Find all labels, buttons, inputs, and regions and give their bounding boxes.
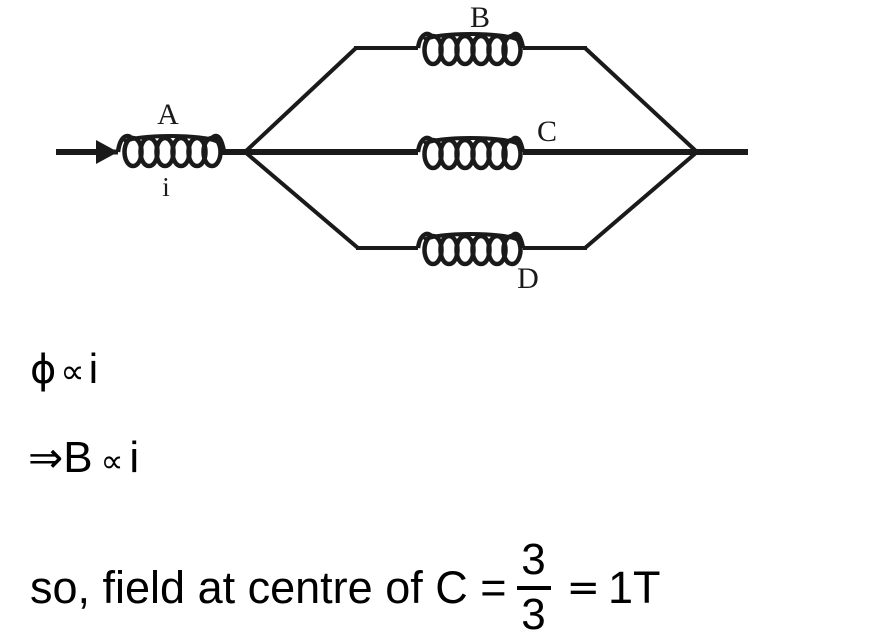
coil-a <box>115 133 227 169</box>
result-statement-text: so, field at centre of C = <box>30 562 507 614</box>
proportional-symbol: ∝ <box>60 352 85 392</box>
fraction-bar <box>516 585 551 590</box>
circuit-diagram: A i B <box>0 0 878 320</box>
branch-bottom-right-wire <box>583 150 699 250</box>
coil-b-label: B <box>470 1 490 34</box>
fraction-numerator: 3 <box>521 535 546 584</box>
fraction-denominator: 3 <box>521 589 546 639</box>
circuit-svg: A i B <box>56 1 748 295</box>
branch-top-right-wire <box>583 46 699 154</box>
proportional-symbol: ∝ <box>100 442 124 480</box>
equation-flux-proportional-current: ϕ∝i <box>30 345 99 393</box>
field-variable: B <box>63 433 93 482</box>
current-direction-arrow <box>56 140 118 164</box>
current-variable: i <box>129 433 140 482</box>
equation-field-at-centre-of-c: so, field at centre of C = 3 3 = 1T <box>30 535 661 639</box>
coil-d-label: D <box>517 262 539 295</box>
current-variable: i <box>88 345 99 392</box>
phi-symbol: ϕ <box>30 347 57 393</box>
result-value: 1T <box>608 562 661 614</box>
coil-d <box>415 231 526 267</box>
equals-symbol: = <box>566 564 601 611</box>
coil-b <box>415 31 526 67</box>
coil-a-label: A <box>157 98 179 131</box>
equation-field-proportional-current: ⇒B∝i <box>28 436 139 480</box>
implies-symbol: ⇒ <box>28 433 64 482</box>
solution-work: ϕ∝i ⇒B∝i so, field at centre of C = 3 3 … <box>0 320 878 641</box>
coil-c <box>415 135 526 171</box>
current-label: i <box>162 172 170 202</box>
branch-top-left-wire <box>243 46 358 154</box>
coil-c-label: C <box>537 115 557 148</box>
fraction-three-over-three: 3 3 <box>516 535 551 639</box>
branch-bottom-left-wire <box>243 150 360 250</box>
